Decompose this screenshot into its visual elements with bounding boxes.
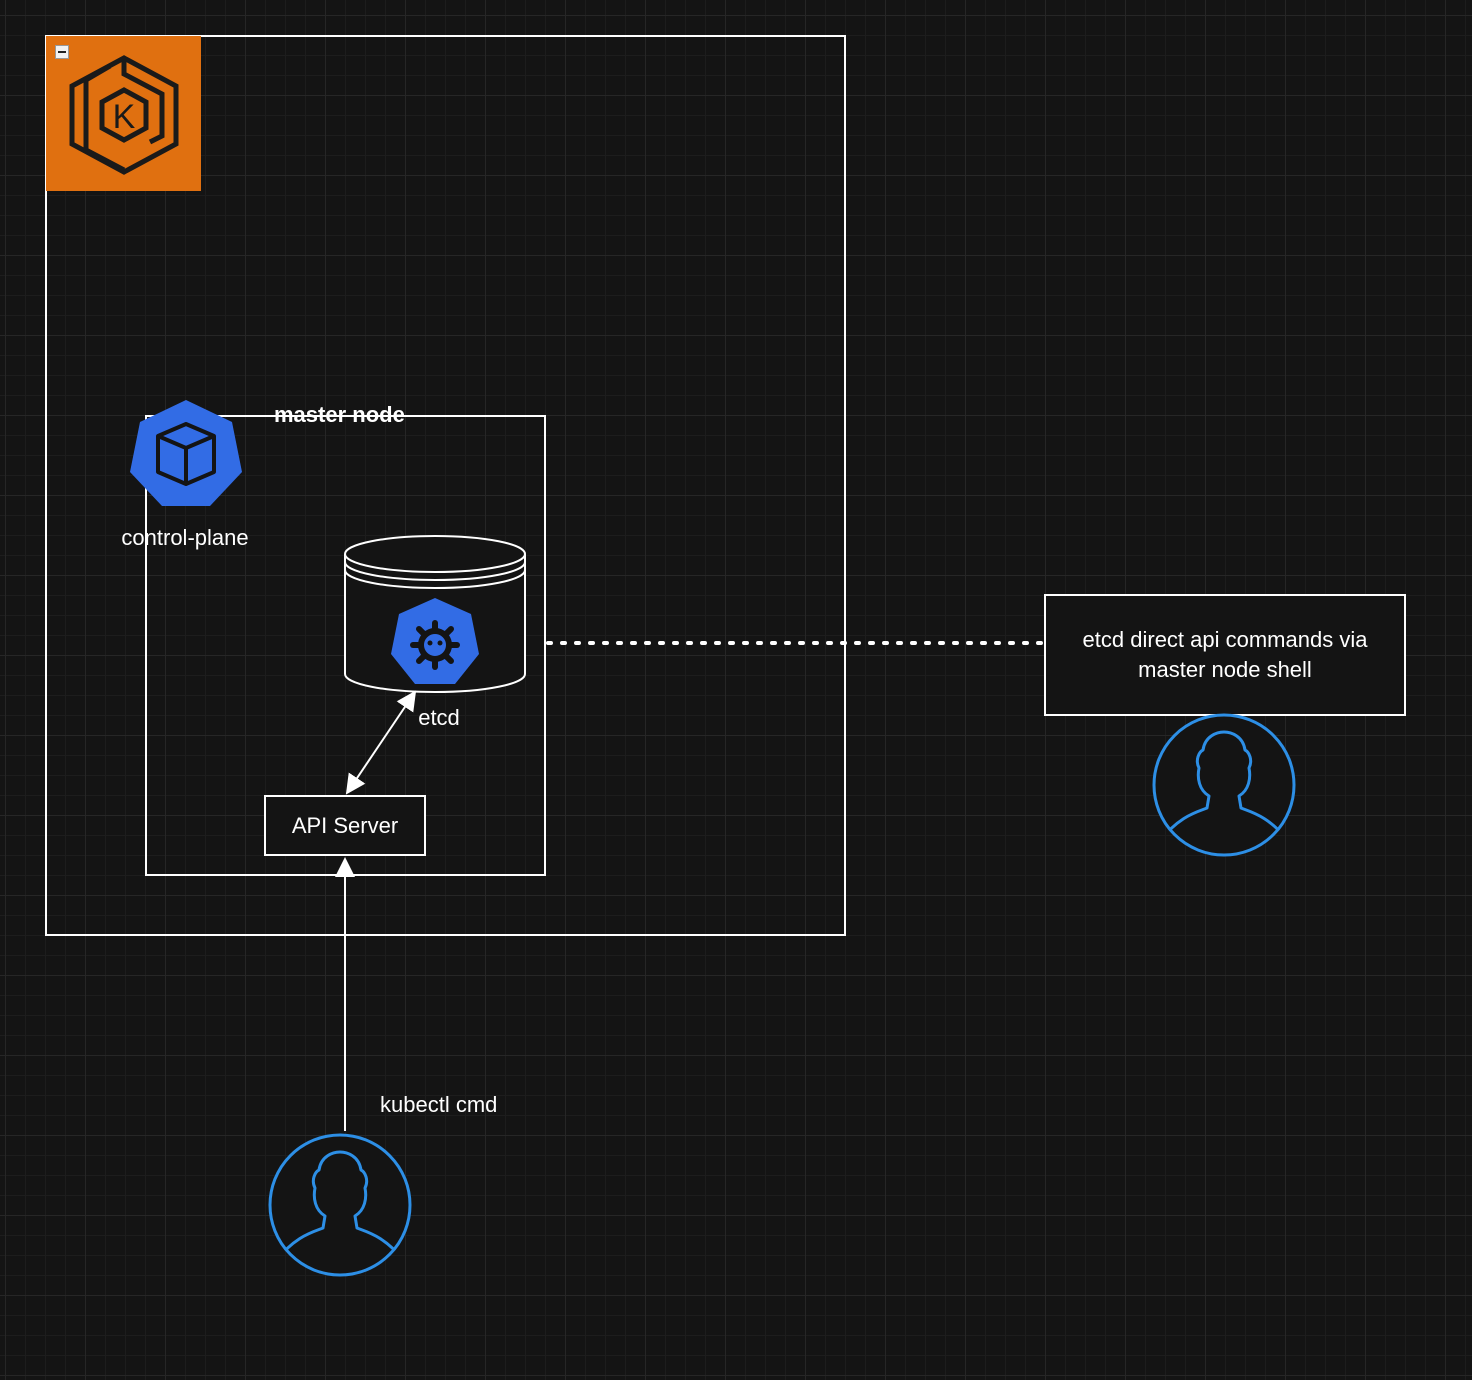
etcd-direct-api-note-label: etcd direct api commands via master node…	[1082, 627, 1368, 682]
collapse-icon[interactable]	[55, 45, 69, 59]
api-server-label: API Server	[291, 812, 399, 838]
master-node-label: master node	[274, 402, 405, 427]
etcd-label: etcd	[418, 705, 460, 730]
etcd-direct-api-note[interactable]: etcd direct api commands via master node…	[1044, 594, 1406, 716]
api-server-node[interactable]: API Server	[264, 795, 426, 856]
kubernetes-control-plane-icon[interactable]	[128, 398, 244, 513]
user-icon[interactable]	[267, 1132, 413, 1283]
kubectl-cmd-label: kubectl cmd	[380, 1092, 498, 1117]
amazon-eks-icon: K	[46, 36, 201, 191]
etcd-api-server-edge[interactable]	[345, 690, 417, 795]
control-plane-label: control-plane	[121, 525, 249, 550]
etcd-database-icon[interactable]	[343, 534, 527, 699]
eks-cluster-group[interactable]	[45, 35, 846, 936]
user-icon[interactable]	[1151, 712, 1297, 863]
svg-text:K: K	[113, 98, 136, 136]
